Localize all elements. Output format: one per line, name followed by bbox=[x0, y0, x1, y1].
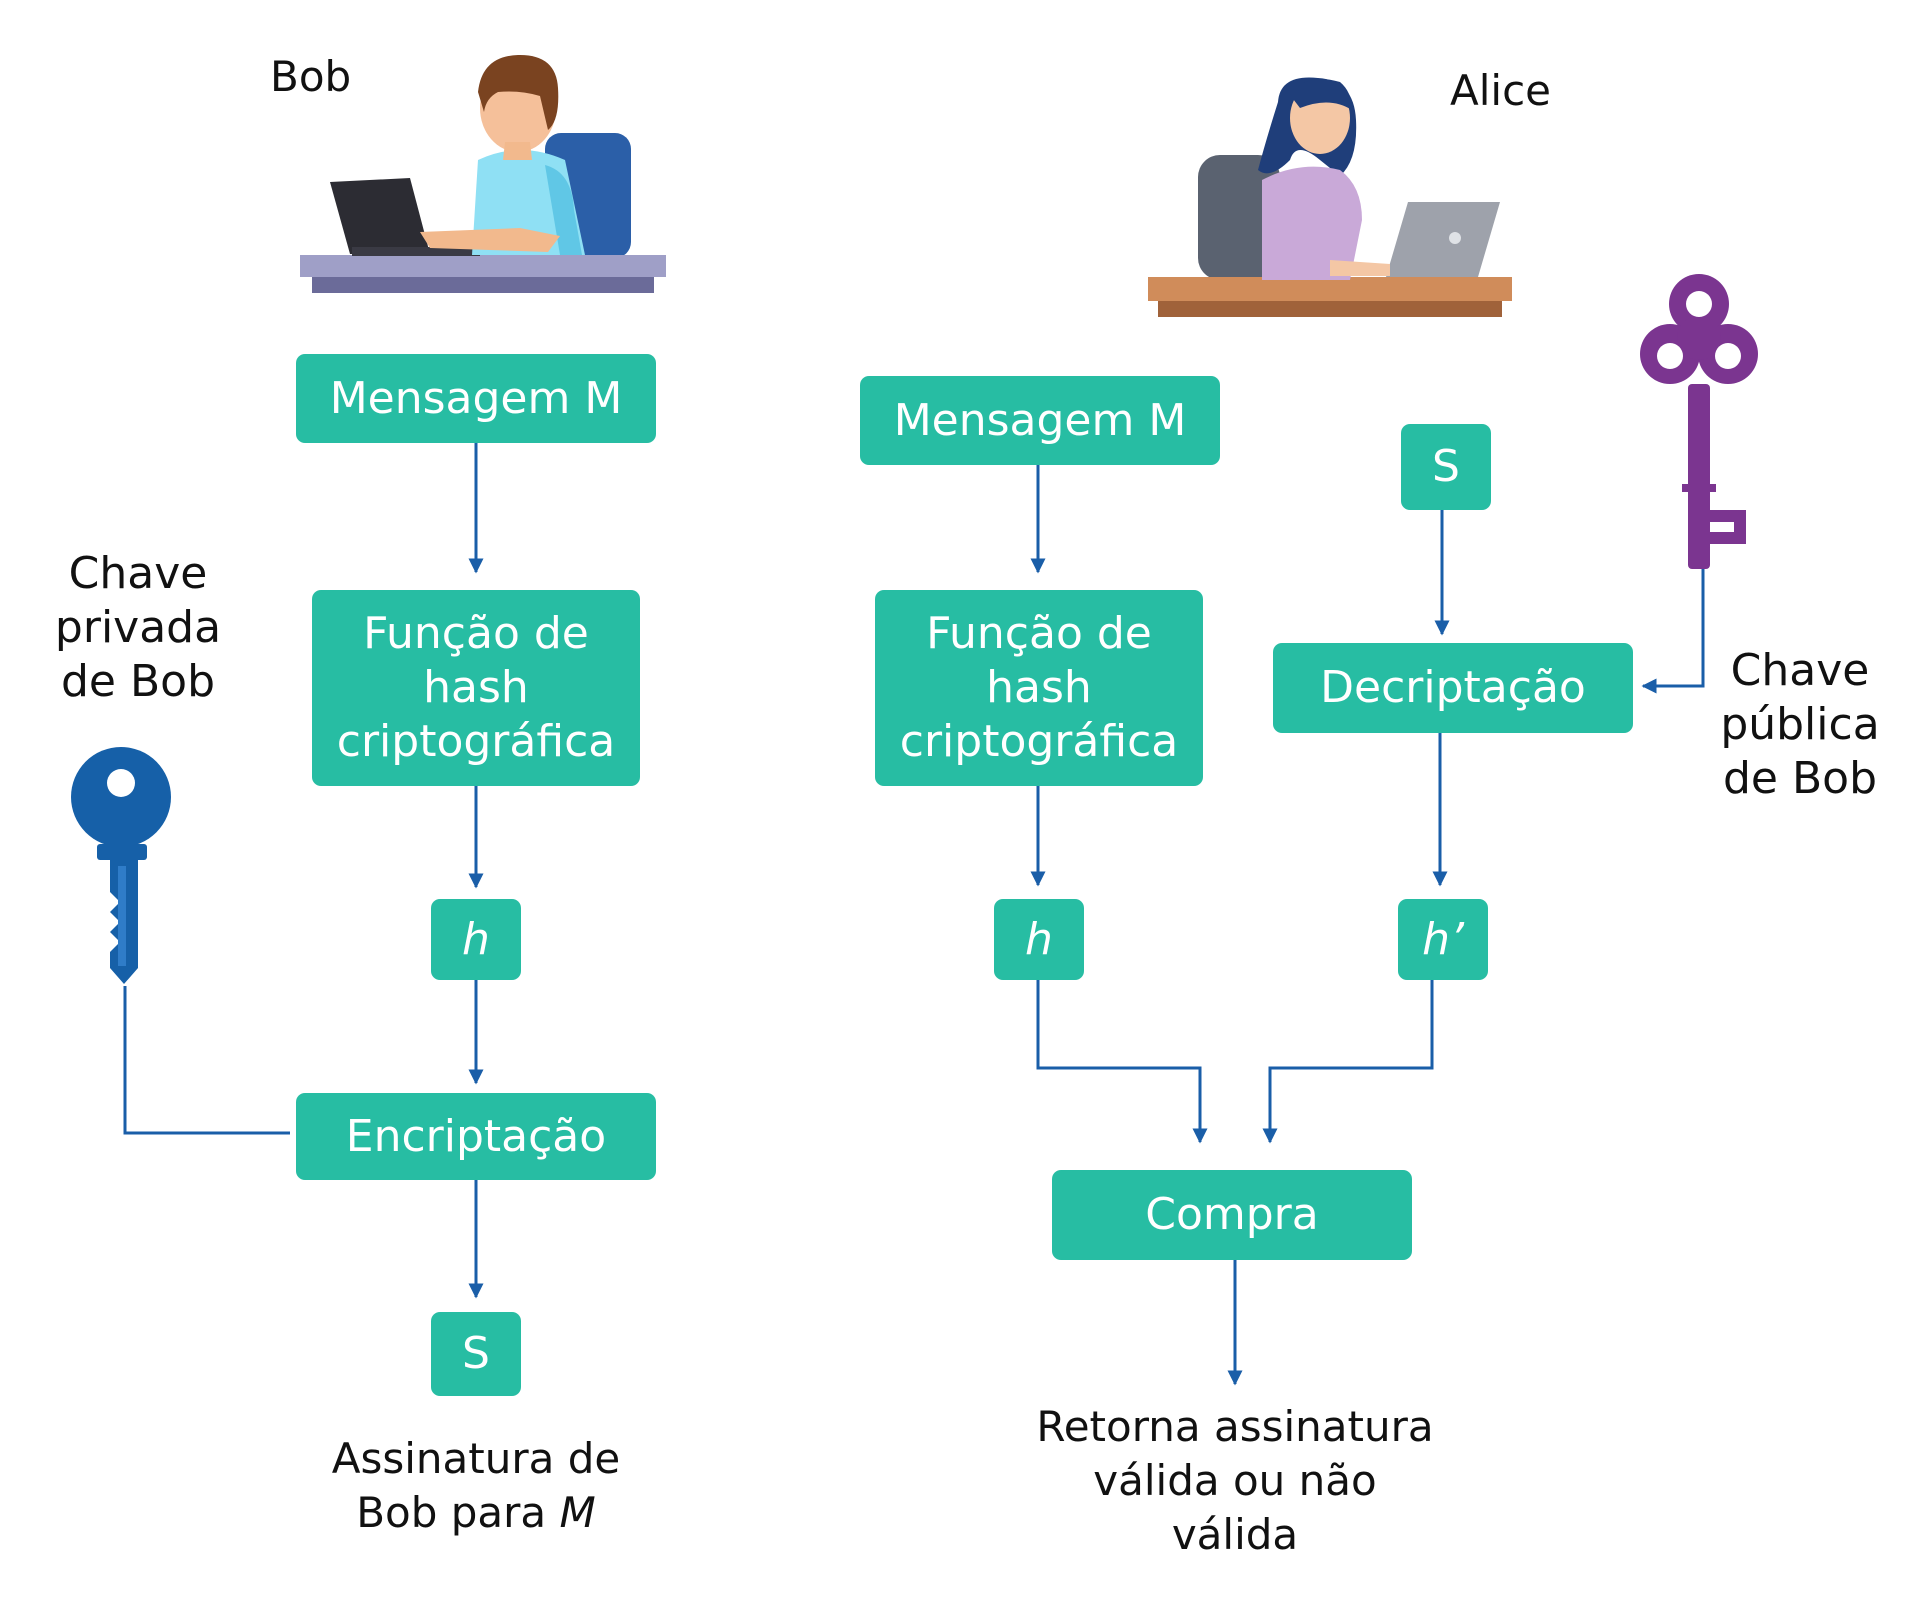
private-key-line-3: de Bob bbox=[60, 656, 216, 707]
bob-hash-line-2: hash bbox=[423, 662, 529, 713]
public-key-icon bbox=[1640, 274, 1758, 569]
alice-decrypt-box: Decriptação bbox=[1273, 643, 1633, 733]
private-key-label: Chave privada de Bob bbox=[40, 547, 236, 709]
private-key-icon bbox=[71, 747, 171, 984]
bob-caption-line-1: Assinatura de bbox=[331, 1434, 621, 1483]
bob-h-box: h bbox=[431, 899, 521, 980]
public-key-label: Chave pública de Bob bbox=[1700, 644, 1900, 806]
alice-h-label: h bbox=[1025, 913, 1053, 965]
bob-s-label: S bbox=[462, 1328, 490, 1379]
bob-encrypt-label: Encriptação bbox=[345, 1110, 607, 1162]
alice-compare-label: Compra bbox=[1145, 1189, 1319, 1240]
public-key-line-3: de Bob bbox=[1722, 753, 1878, 804]
public-key-line-1: Chave bbox=[1730, 645, 1870, 696]
alice-hash-line-2: hash bbox=[986, 662, 1092, 713]
bob-connectors bbox=[123, 443, 484, 1299]
public-key-line-2: pública bbox=[1720, 699, 1880, 750]
bob-encrypt-box: Encriptação bbox=[296, 1093, 656, 1180]
alice-result-line-1: Retorna assinatura bbox=[1036, 1402, 1434, 1451]
bob-hash-line-3: criptográfica bbox=[336, 716, 616, 767]
bob-s-box: S bbox=[431, 1312, 521, 1396]
bob-name: Bob bbox=[270, 52, 352, 101]
alice-result-caption: Retorna assinatura válida ou não válida bbox=[1015, 1400, 1455, 1562]
alice-connectors bbox=[1030, 465, 1705, 1386]
bob-hash-line-1: Função de bbox=[363, 608, 589, 659]
alice-decrypt-label: Decriptação bbox=[1320, 662, 1586, 713]
alice-hash-function-box: Função de hash criptográfica bbox=[875, 590, 1203, 786]
bob-caption-italic: M bbox=[559, 1488, 596, 1537]
bob-signature-caption: Assinatura de Bob para M bbox=[300, 1432, 652, 1540]
bob-h-label: h bbox=[462, 913, 490, 965]
bob-illustration bbox=[300, 54, 666, 293]
bob-message-box: Mensagem M bbox=[296, 354, 656, 443]
alice-s-box: S bbox=[1401, 424, 1491, 510]
alice-h-box: h bbox=[994, 899, 1084, 980]
alice-s-label: S bbox=[1432, 441, 1460, 492]
alice-h-prime-box: h’ bbox=[1398, 899, 1488, 980]
alice-h-prime-label: h’ bbox=[1422, 913, 1464, 965]
bob-message-label: Mensagem M bbox=[329, 372, 623, 424]
private-key-line-2: privada bbox=[54, 602, 222, 653]
alice-message-label: Mensagem M bbox=[893, 394, 1187, 446]
alice-result-line-3: válida bbox=[1171, 1510, 1299, 1559]
bob-hash-function-box: Função de hash criptográfica bbox=[312, 590, 640, 786]
private-key-line-1: Chave bbox=[68, 548, 208, 599]
alice-hash-line-1: Função de bbox=[926, 608, 1152, 659]
alice-result-line-2: válida ou não bbox=[1093, 1456, 1377, 1505]
alice-hash-line-3: criptográfica bbox=[899, 716, 1179, 767]
bob-caption-line-2: Bob para bbox=[356, 1488, 560, 1537]
alice-illustration bbox=[1148, 77, 1512, 317]
alice-name: Alice bbox=[1450, 66, 1552, 115]
alice-compare-box: Compra bbox=[1052, 1170, 1412, 1260]
alice-message-box: Mensagem M bbox=[860, 376, 1220, 465]
